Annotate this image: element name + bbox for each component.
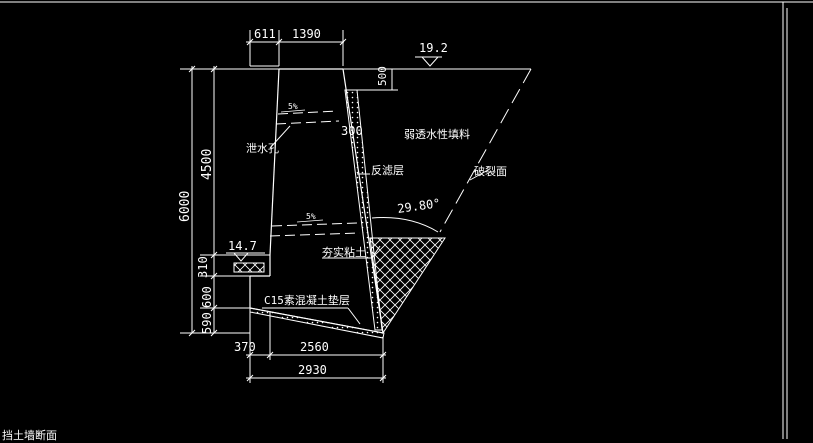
dim-level-left: 14.7 (228, 239, 257, 253)
dim-4500: 4500 (200, 149, 215, 180)
angle-arc (371, 217, 439, 233)
left-dimension-lines (180, 65, 280, 337)
dim-310: 310 (196, 256, 210, 278)
label-slope-lower: 5% (306, 212, 316, 221)
cap-dimension (354, 69, 398, 91)
dim-angle: 29.80° (396, 196, 441, 216)
bottom-caption: 挡土墙断面 (2, 429, 57, 442)
level-marker-left (226, 252, 265, 273)
dim-500: 500 (376, 66, 389, 86)
dim-300: 300 (341, 124, 363, 138)
level-marker-top (415, 56, 442, 67)
dim-2560: 2560 (300, 340, 329, 354)
slope-marks (280, 109, 324, 223)
label-compacted-clay: 夯实粘土 (322, 245, 366, 259)
dim-6000: 6000 (178, 191, 193, 222)
dim-590: 590 (200, 312, 214, 334)
label-filter-layer: 反滤层 (371, 164, 404, 177)
dim-1390: 1390 (292, 27, 321, 41)
drain-holes (269, 110, 361, 237)
dim-370: 370 (234, 340, 256, 354)
dim-611: 611 (254, 27, 276, 41)
dim-2930: 2930 (298, 363, 327, 377)
dim-600: 600 (200, 286, 214, 308)
top-dimension-lines (246, 30, 347, 67)
filter-layer-strip (344, 89, 383, 331)
label-drain-hole: 泄水孔 (246, 142, 279, 155)
compacted-clay-hatch (369, 237, 446, 335)
backfill-outline (343, 68, 532, 233)
label-concrete-cushion: C15素混凝土垫层 (264, 293, 350, 307)
label-backfill: 弱透水性填料 (404, 127, 470, 141)
leader-lines (262, 125, 489, 325)
label-fracture-plane: 破裂面 (474, 164, 507, 178)
label-slope-upper: 5% (288, 102, 298, 111)
dim-level-top: 19.2 (419, 41, 448, 55)
bottom-dimension-lines (246, 312, 387, 383)
